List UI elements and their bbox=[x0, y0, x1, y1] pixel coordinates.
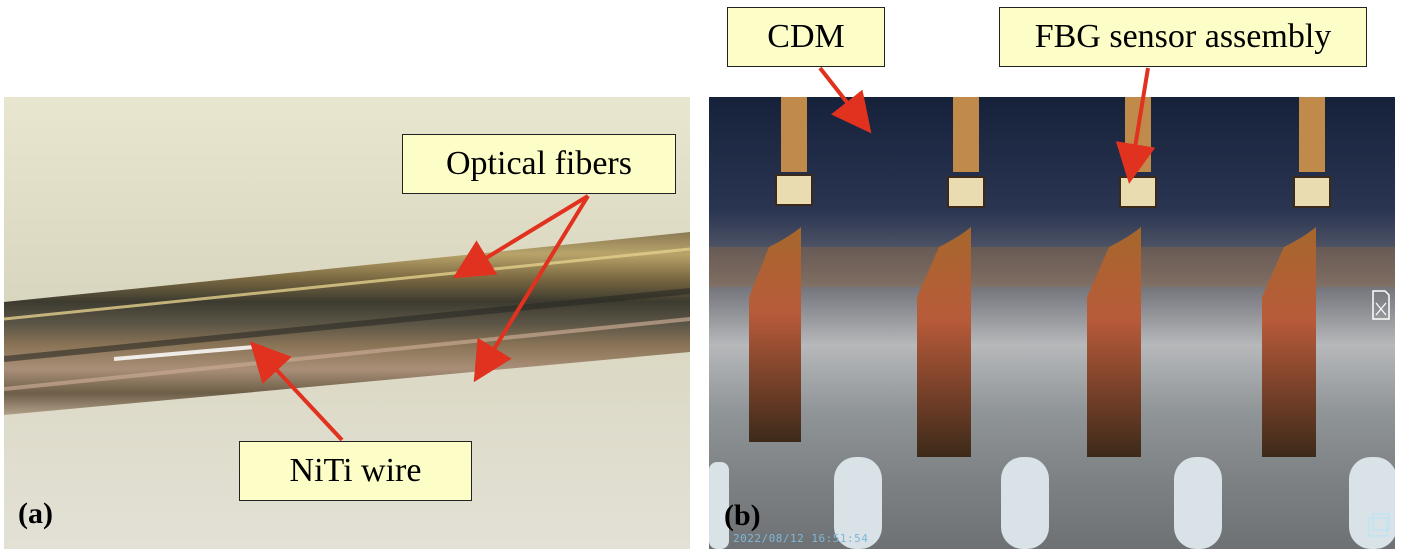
panel-a-tag: (a) bbox=[18, 497, 53, 530]
panel-b-tag: (b) bbox=[724, 499, 761, 532]
niti-wire-label: NiTi wire bbox=[239, 441, 472, 501]
photo-panel-b bbox=[709, 97, 1395, 549]
sd-card-icon bbox=[1372, 290, 1390, 320]
niti-highlight bbox=[113, 345, 255, 361]
base-slots bbox=[709, 457, 1395, 549]
sensor-strip bbox=[1262, 97, 1331, 457]
camera-mode-icon bbox=[1368, 513, 1390, 537]
optical-fibers-label: Optical fibers bbox=[402, 134, 676, 194]
sensor-strip bbox=[749, 97, 813, 442]
cdm-photo bbox=[709, 97, 1395, 549]
camera-timestamp: 2022/08/12 16:51:54 bbox=[733, 532, 869, 545]
cdm-label: CDM bbox=[727, 7, 885, 67]
fbg-sensor-label: FBG sensor assembly bbox=[999, 7, 1367, 67]
sensor-strip bbox=[917, 97, 985, 457]
